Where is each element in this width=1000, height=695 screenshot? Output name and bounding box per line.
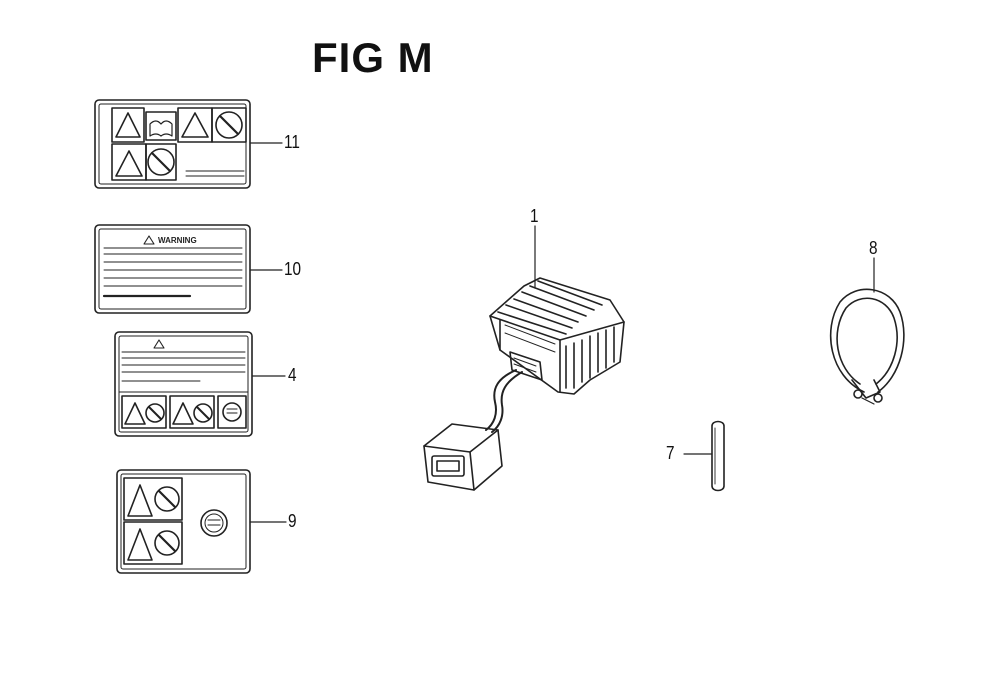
figure-title: FIG M <box>312 34 434 81</box>
callout-1: 1 <box>530 206 539 226</box>
label-10-heading: WARNING <box>158 236 197 245</box>
leader-lines <box>249 142 875 523</box>
callout-8: 8 <box>869 238 878 258</box>
callout-9: 9 <box>288 511 297 531</box>
callout-4: 4 <box>288 365 297 385</box>
label-9-part <box>116 469 251 574</box>
label-10-part <box>94 224 251 314</box>
callout-7: 7 <box>666 443 675 463</box>
callout-10: 10 <box>284 259 302 279</box>
regulator-part <box>423 277 625 491</box>
label-11-part <box>94 99 251 189</box>
label-4-part <box>114 331 253 437</box>
pin-part <box>711 420 725 492</box>
callout-11: 11 <box>284 132 300 152</box>
clamp-part <box>829 288 905 405</box>
